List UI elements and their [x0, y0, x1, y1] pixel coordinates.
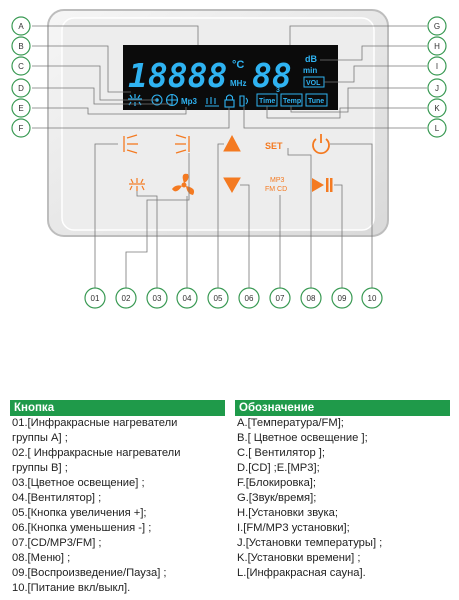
source-button-fmcd[interactable]: FM CD: [265, 186, 287, 193]
svg-text:L: L: [435, 124, 440, 133]
infrared-b-button[interactable]: [175, 134, 190, 154]
lcd-time-label: Time: [259, 98, 275, 105]
legend-item: L.[Инфракрасная сауна].: [237, 567, 366, 579]
power-button[interactable]: [312, 134, 330, 155]
lcd-small-3: 3: [276, 87, 280, 94]
svg-text:D: D: [18, 84, 24, 93]
fan-button[interactable]: [172, 173, 195, 195]
lcd-degree-unit: °C: [232, 59, 244, 71]
legend-item: 04.[Вентилятор] ;: [12, 492, 102, 504]
svg-text:02: 02: [122, 294, 131, 303]
infrared-a-button[interactable]: [123, 134, 138, 154]
legend-item: I.[FM/MP3 установки];: [237, 522, 350, 534]
svg-text:K: K: [434, 104, 440, 113]
svg-text:01: 01: [91, 294, 100, 303]
legend-item: группы В] ;: [12, 462, 68, 474]
control-panel-diagram: 18888 °C MHz 88 3 dB min VOL Mp3 Time Te…: [11, 9, 447, 309]
lcd-db-unit: dB: [305, 54, 317, 64]
legend-item: F.[Блокировка];: [237, 477, 317, 489]
symbols-legend: Обозначение A.[Температура/FM]; B.[ Цвет…: [235, 400, 450, 581]
svg-text:I: I: [436, 62, 438, 71]
legend-item: группы А] ;: [12, 432, 68, 444]
lcd-sound-time-icon: [239, 95, 249, 107]
callouts-right: G H I J K L: [427, 16, 447, 138]
lcd-light-icon: [128, 94, 142, 106]
color-light-button[interactable]: [129, 178, 145, 191]
legend-item: K.[Установки времени] ;: [237, 552, 361, 564]
svg-text:C: C: [18, 62, 24, 71]
legend-item: 02.[ Инфракрасные нагреватели: [12, 447, 181, 459]
lcd-lock-icon: [224, 94, 235, 108]
svg-text:05: 05: [214, 294, 223, 303]
svg-text:J: J: [435, 84, 439, 93]
legend-item: 05.[Кнопка увеличения +];: [12, 507, 147, 519]
svg-text:B: B: [18, 42, 23, 51]
buttons-legend: Кнопка 01.[Инфракрасные нагреватели груп…: [10, 400, 225, 596]
svg-text:04: 04: [183, 294, 192, 303]
legend-item: D.[CD] ;E.[MP3];: [237, 462, 320, 474]
legend-item: B.[ Цветное освещение ];: [237, 432, 368, 444]
callouts-left: A B C D E F: [11, 16, 31, 138]
svg-text:06: 06: [245, 294, 254, 303]
lcd-sauna-icon: [205, 97, 219, 107]
svg-text:F: F: [19, 124, 24, 133]
svg-text:H: H: [434, 42, 440, 51]
set-menu-button[interactable]: SET: [265, 141, 283, 151]
callouts-bottom: 01 02 03 04 05 06 07 08 09 10: [84, 287, 383, 309]
legend-item: A.[Температура/FM];: [237, 417, 344, 429]
legend-item: 10.[Питание вкл/выкл].: [12, 582, 131, 594]
svg-text:A: A: [18, 22, 24, 31]
lcd-temp-box: [280, 93, 303, 107]
svg-text:E: E: [18, 104, 23, 113]
symbols-legend-header: Обозначение: [235, 400, 450, 416]
play-pause-button[interactable]: [312, 178, 333, 192]
source-button-mp3[interactable]: MP3: [270, 177, 285, 184]
decrease-button[interactable]: [223, 177, 241, 194]
lcd-mp3-label: Mp3: [181, 97, 198, 106]
lcd-tune-box: [305, 93, 328, 107]
svg-text:10: 10: [368, 294, 377, 303]
legend-item: J.[Установки температуры] ;: [237, 537, 383, 549]
legend-item: 08.[Меню] ;: [12, 552, 71, 564]
lcd-mhz-unit: MHz: [230, 79, 246, 88]
svg-text:03: 03: [153, 294, 162, 303]
lcd-right-digits: 88: [252, 56, 292, 95]
lcd-vol-label: VOL: [306, 80, 321, 87]
svg-text:09: 09: [338, 294, 347, 303]
svg-text:07: 07: [276, 294, 285, 303]
legend-item: 06.[Кнопка уменьшения -] ;: [12, 522, 152, 534]
lcd-fan-icon-2: [165, 93, 179, 107]
legend-item: H.[Установки звука;: [237, 507, 338, 519]
legend-item: 03.[Цветное освещение] ;: [12, 477, 145, 489]
legend-item: 09.[Воспроизведение/Пауза] ;: [12, 567, 167, 579]
legend-item: C.[ Вентилятор ];: [237, 447, 325, 459]
legend-item: G.[Звук/время];: [237, 492, 317, 504]
lcd-tune-label: Tune: [308, 98, 324, 105]
increase-button[interactable]: [223, 134, 241, 152]
svg-text:08: 08: [307, 294, 316, 303]
legend-item: 07.[CD/MP3/FM] ;: [12, 537, 102, 549]
svg-text:G: G: [434, 22, 440, 31]
lcd-main-digits: 18888: [128, 56, 227, 95]
lcd-temp-label: Temp: [283, 98, 301, 105]
legend-item: 01.[Инфракрасные нагреватели: [12, 417, 178, 429]
leader-lines: [32, 25, 427, 288]
buttons-legend-header: Кнопка: [10, 400, 225, 416]
lcd-min-unit: min: [303, 66, 317, 75]
